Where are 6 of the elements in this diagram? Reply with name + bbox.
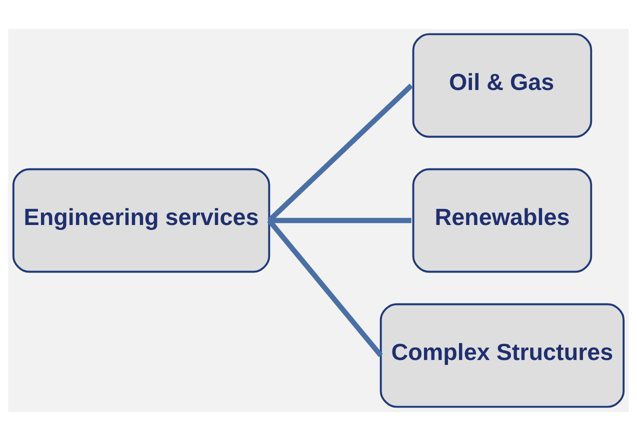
node-box: Engineering services bbox=[12, 168, 270, 273]
node-box: Oil & Gas bbox=[412, 33, 592, 138]
node-box: Renewables bbox=[412, 168, 592, 273]
connector bbox=[267, 84, 414, 222]
node-box: Complex Structures bbox=[380, 303, 625, 408]
connector bbox=[267, 218, 383, 358]
